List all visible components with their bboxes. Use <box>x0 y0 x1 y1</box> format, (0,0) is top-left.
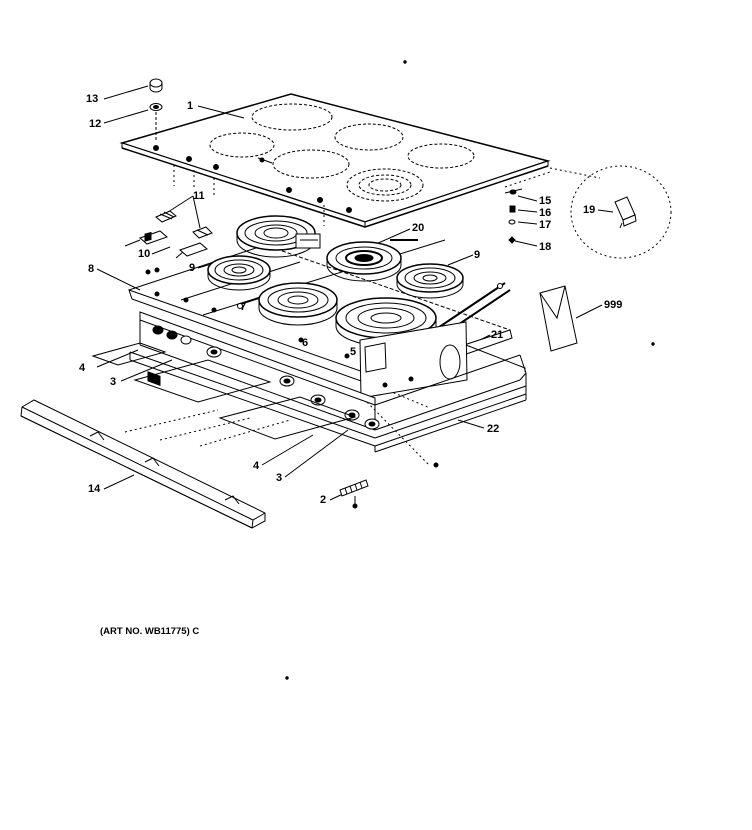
burner-20 <box>237 216 320 257</box>
part-label: 16 <box>539 207 552 219</box>
burner-7 <box>259 283 337 325</box>
knob-13 <box>150 79 162 140</box>
part-label: 4 <box>79 362 86 374</box>
control-rail <box>130 312 526 446</box>
burner-box-21 <box>360 322 467 398</box>
part-label: 5 <box>350 346 357 358</box>
burner-upper-right <box>327 242 401 281</box>
leader-lines <box>97 86 613 500</box>
part-label: 3 <box>110 376 117 388</box>
part-label: 19 <box>583 204 596 216</box>
part-label: 12 <box>89 118 102 130</box>
art-number-caption: (ART NO. WB11775) C <box>100 626 200 637</box>
part-label: 9 <box>474 249 481 261</box>
manual-999 <box>540 286 577 351</box>
part-label: 20 <box>412 222 425 234</box>
base-pan-22 <box>375 344 526 452</box>
part-label: 2 <box>320 494 327 506</box>
part-label: 4 <box>253 460 260 472</box>
part-label: 7 <box>240 301 247 313</box>
part-label: 14 <box>88 483 101 495</box>
stray-screws <box>146 61 654 679</box>
part-label: 18 <box>539 241 552 253</box>
part-label: 3 <box>276 472 283 484</box>
part-label: 6 <box>302 337 309 349</box>
part-label: 11 <box>193 190 205 202</box>
part-label: 10 <box>138 248 151 260</box>
part-label: 8 <box>88 263 95 275</box>
part-label: 999 <box>604 299 623 311</box>
detail-circle-19 <box>571 166 671 258</box>
front-trim-14 <box>21 400 265 528</box>
part-label: 15 <box>539 195 552 207</box>
part-label: 13 <box>86 93 99 105</box>
burner-9-right <box>397 264 463 298</box>
part-label: 17 <box>539 219 552 231</box>
cooktop-glass <box>122 94 548 227</box>
part-label: 9 <box>189 262 196 274</box>
burner-9-left <box>208 256 270 290</box>
clips-10-11 <box>125 211 212 258</box>
terminal-2 <box>340 480 368 508</box>
alignment-lines <box>125 165 600 466</box>
part-label: 22 <box>487 423 500 435</box>
part-label: 1 <box>187 100 194 112</box>
screws-15-18 <box>505 189 522 243</box>
insulation-sheets <box>93 343 355 439</box>
part-label: 21 <box>491 329 504 341</box>
